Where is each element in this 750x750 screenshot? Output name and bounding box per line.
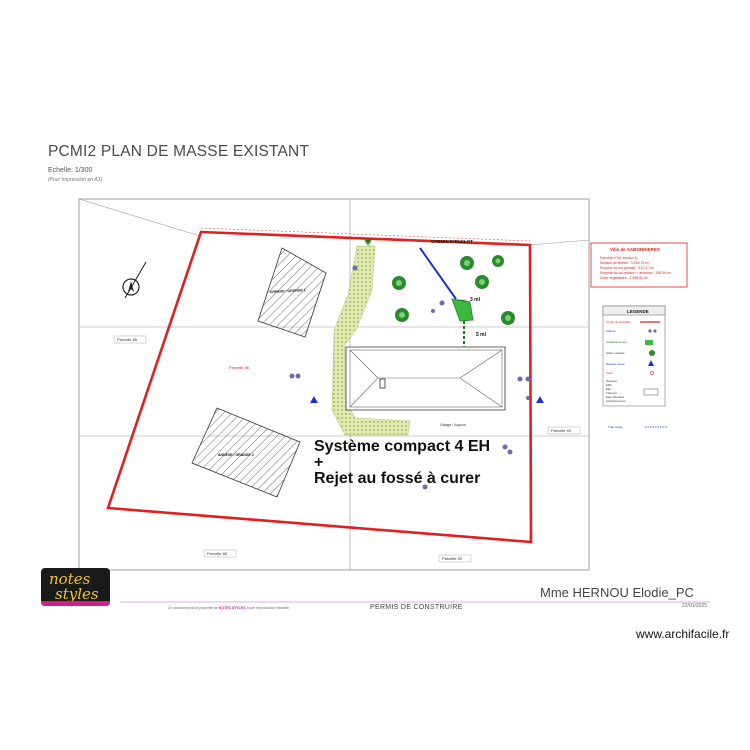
svg-text:Zone végétalisée : 2 898,82 m²: Zone végétalisée : 2 898,82 m² xyxy=(600,276,649,280)
pool-label: Galage / Ilugoon xyxy=(440,423,466,427)
svg-text:Réseaux :: Réseaux : xyxy=(606,379,619,383)
svg-text:Réseau d'eau: Réseau d'eau xyxy=(606,362,625,366)
north-arrow-icon xyxy=(122,261,147,299)
logo-line-2: styles xyxy=(55,585,99,603)
annex-2 xyxy=(191,407,301,498)
page-title: PCMI2 PLAN DE MASSE EXISTANT xyxy=(48,143,310,160)
client-name: Mme HERNOU Elodie_PC xyxy=(540,585,694,600)
svg-text:Surface de terrain : 3 518,76: Surface de terrain : 3 518,76 m² xyxy=(600,261,650,265)
svg-text:Assainissement: Assainissement xyxy=(606,399,626,403)
copyright-note: Ce document est la propriété de NOTES ST… xyxy=(168,606,291,610)
tree-icons xyxy=(392,255,515,325)
water-network-icon-2 xyxy=(536,396,544,403)
annotation-box: Système compact 4 EH + Rejet au fossé à … xyxy=(314,439,490,487)
annex-2-label: ANNEXE / GRANGE 2 xyxy=(218,453,254,457)
property-boundary xyxy=(106,230,533,544)
info-title: Ville de SABONNIERES xyxy=(610,247,660,252)
network-symbols xyxy=(289,265,531,490)
svg-text:Emprise au sol maison + annexe: Emprise au sol maison + annexes : 256,99… xyxy=(600,271,672,275)
parcel-label-86: Parcelle 86 xyxy=(229,365,250,370)
legend: LEGENDE Limite de propriété Clôture Assa… xyxy=(602,305,666,407)
svg-text:Assainissement: Assainissement xyxy=(606,340,627,344)
water-network-icon xyxy=(310,396,318,403)
annotation-line-3: Rejet au fossé à curer xyxy=(314,470,481,487)
septic-system xyxy=(451,298,474,322)
svg-text:EDF: EDF xyxy=(606,383,612,387)
svg-text:Emprise au sol globale : 310,3: Emprise au sol globale : 310,37 m² xyxy=(600,266,655,270)
svg-text:Télécom: Télécom xyxy=(606,391,617,395)
drawing-frame xyxy=(78,198,590,571)
legend-title: LEGENDE xyxy=(627,309,649,314)
annotation-line-1: Système compact 4 EH xyxy=(314,438,491,455)
parcel-label-90: Parcelle 90 xyxy=(551,428,572,433)
svg-text:Puits: Puits xyxy=(606,371,613,375)
svg-text:Arbre existant: Arbre existant xyxy=(606,351,625,355)
dimension-5ml: 5 ml xyxy=(476,332,487,338)
website-link[interactable]: www.archifacile.fr xyxy=(636,627,730,641)
logo-line-1: notes xyxy=(49,570,91,588)
logo-bar xyxy=(41,601,110,606)
legend-extra: Trait rouge xyxy=(608,425,623,429)
parcel-label-85: Parcelle 85 xyxy=(117,337,138,342)
info-box: Ville de SABONNIERES Parcelle n°16, sect… xyxy=(590,242,688,288)
date-label: 22/01/2025 xyxy=(682,603,708,609)
pipe-line xyxy=(419,247,457,300)
scale-label: Echelle: 1/300 xyxy=(48,167,93,174)
svg-text:Eaux pluviales: Eaux pluviales xyxy=(606,395,625,399)
svg-text:Limite de propriété: Limite de propriété xyxy=(606,320,631,324)
house xyxy=(345,346,506,411)
parcel-label-92: Parcelle 92 xyxy=(442,556,463,561)
hedge xyxy=(331,245,411,436)
parcel-label-88: Parcelle 88 xyxy=(207,551,228,556)
annex-1-label: ANNEXE / GRANGE 1 xyxy=(270,288,306,294)
dimension-3ml: 3 ml xyxy=(470,297,481,303)
svg-text:Parcelle n°16, section A: Parcelle n°16, section A xyxy=(600,256,638,260)
permit-label: PERMIS DE CONSTRUIRE xyxy=(370,604,463,611)
road-label: CHEMIN D'ENCLOT xyxy=(431,239,473,244)
notes-styles-logo: notes styles xyxy=(41,568,110,606)
svg-text:Clôture: Clôture xyxy=(606,329,616,333)
svg-text:Eau: Eau xyxy=(606,387,611,391)
road-marker-icon xyxy=(364,239,372,246)
annex-1 xyxy=(257,247,327,338)
print-note: (Pour Impression en A3) xyxy=(48,177,103,183)
annotation-line-2: + xyxy=(314,454,324,471)
